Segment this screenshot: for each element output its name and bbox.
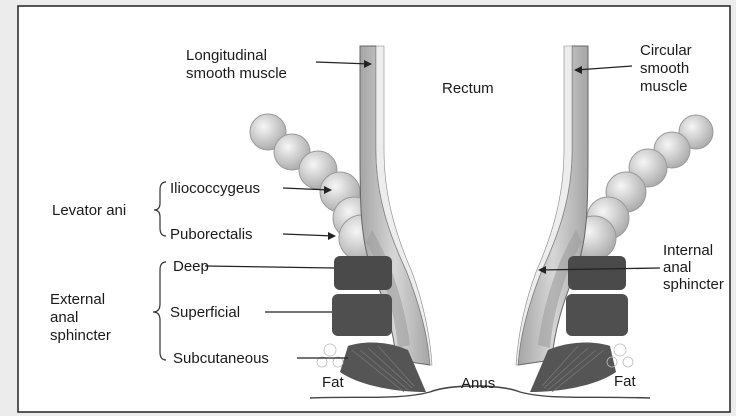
label-deep: Deep (173, 258, 209, 275)
label-circular-2: smooth (640, 60, 689, 77)
superficial-block (566, 294, 628, 336)
label-puborectalis: Puborectalis (170, 226, 253, 243)
label-circular-3: muscle (640, 78, 688, 95)
label-fat-right: Fat (614, 373, 637, 390)
label-levator-ani: Levator ani (52, 202, 126, 219)
label-internal-3: sphincter (663, 276, 724, 293)
superficial-block (332, 294, 392, 336)
label-internal-2: anal (663, 259, 691, 276)
label-anus: Anus (461, 375, 495, 392)
deep-block (334, 256, 392, 290)
label-external-1: External (50, 291, 105, 308)
deep-block (568, 256, 626, 290)
label-subcutaneous: Subcutaneous (173, 350, 269, 367)
label-longitudinal-2: smooth muscle (186, 65, 287, 82)
label-internal-1: Internal (663, 242, 713, 259)
label-circular-1: Circular (640, 42, 692, 59)
label-external-3: sphincter (50, 327, 111, 344)
label-superficial: Superficial (170, 304, 240, 321)
label-external-2: anal (50, 309, 78, 326)
label-iliococcygeus: Iliococcygeus (170, 180, 260, 197)
label-rectum: Rectum (442, 80, 494, 97)
label-fat-left: Fat (322, 374, 345, 391)
label-longitudinal-1: Longitudinal (186, 47, 267, 64)
